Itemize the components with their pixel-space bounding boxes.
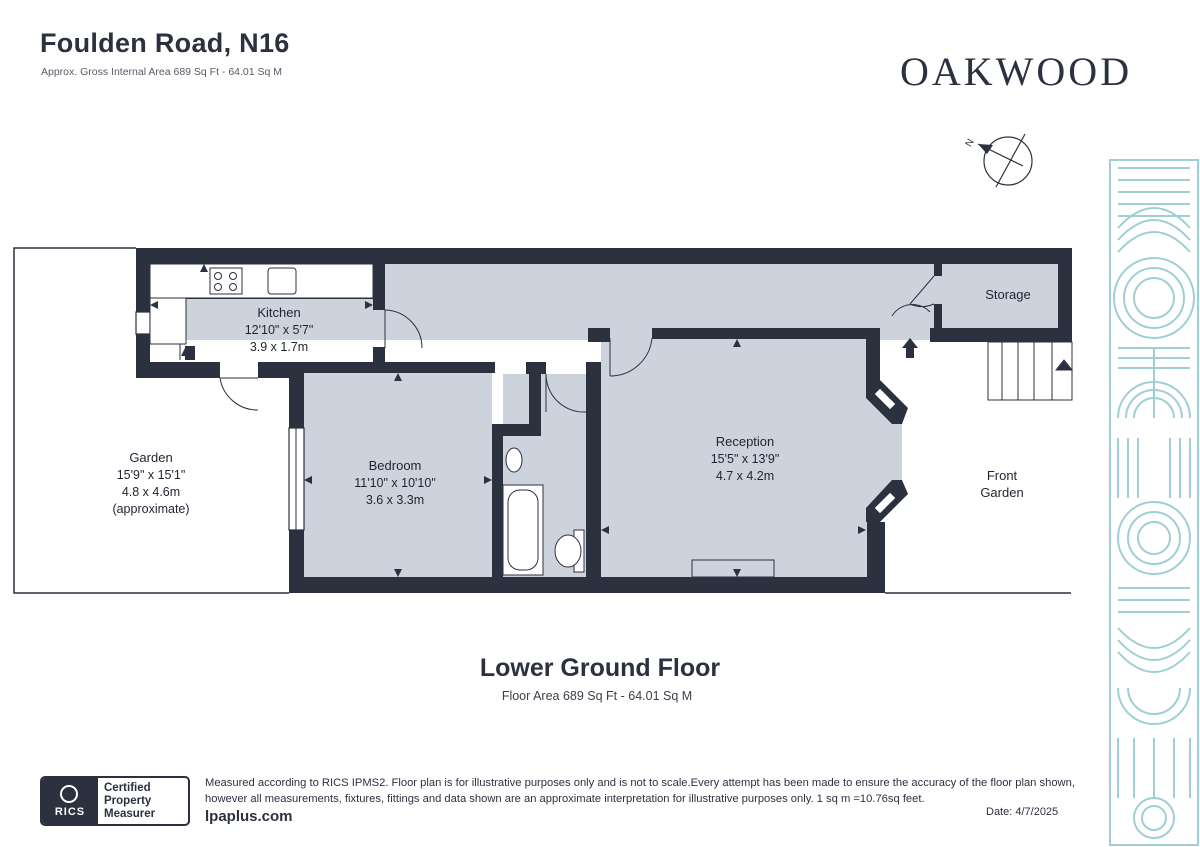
entrance-arrow-icon [902, 338, 918, 358]
garden-label: Garden [129, 450, 172, 465]
garden-note: (approximate) [112, 502, 189, 516]
front-garden-label-line2: Garden [980, 485, 1023, 500]
stairs [987, 341, 1074, 401]
brand-logo: OAKWOOD [900, 49, 1133, 94]
fireplace [691, 559, 775, 578]
disclaimer-line-1: Measured according to RICS IPMS2. Floor … [205, 777, 1075, 789]
dimension-markers [150, 264, 866, 577]
reception-imperial: 15'5" x 13'9" [711, 452, 780, 466]
property-title: Foulden Road, N16 [40, 28, 290, 58]
floor-area: Floor Area 689 Sq Ft - 64.01 Sq M [501, 689, 693, 703]
garden-metric: 4.8 x 4.6m [122, 485, 180, 499]
plan-date: Date: 4/7/2025 [986, 806, 1059, 818]
rics-logo: RICS [42, 778, 98, 824]
gross-area-subtitle: Approx. Gross Internal Area 689 Sq Ft - … [41, 66, 283, 78]
rics-logo-text: RICS [54, 806, 86, 818]
compass-icon: N [964, 133, 1033, 188]
floor-plan: Kitchen 12'10" x 5'7" 3.9 x 1.7m Storage… [13, 247, 1074, 594]
garden-outline [13, 247, 289, 594]
floor-name: Lower Ground Floor [479, 654, 721, 682]
garden-imperial: 15'9" x 15'1" [117, 468, 186, 482]
website-link[interactable]: lpaplus.com [205, 808, 293, 825]
bathroom-fixtures [502, 447, 585, 576]
bedroom-metric: 3.6 x 3.3m [366, 493, 424, 507]
rics-crest-icon [60, 785, 78, 803]
floor-fills [150, 264, 1072, 577]
bedroom-label: Bedroom [369, 458, 422, 473]
disclaimer-line-2: however all measurements, fixtures, fitt… [205, 793, 925, 805]
badge-line-1: Certified [104, 782, 151, 794]
decorative-pattern [1109, 159, 1199, 846]
reception-label: Reception [716, 434, 775, 449]
compass-north-label: N [964, 137, 977, 149]
walls [136, 248, 1072, 593]
bedroom-imperial: 11'10" x 10'10" [354, 476, 436, 490]
badge-line-3: Measurer [104, 808, 156, 820]
disclaimer: Measured according to RICS IPMS2. Floor … [205, 775, 1105, 807]
reception-metric: 4.7 x 4.2m [716, 469, 774, 483]
kitchen-imperial: 12'10" x 5'7" [245, 323, 314, 337]
kitchen-window [135, 311, 151, 335]
rics-certified-badge: RICS Certified Property Measurer [40, 776, 190, 826]
kitchen-metric: 3.9 x 1.7m [250, 340, 308, 354]
badge-line-2: Property [104, 795, 152, 807]
front-garden-label-line1: Front [987, 468, 1018, 483]
kitchen-label: Kitchen [257, 305, 300, 320]
bay-windows [873, 387, 897, 515]
kitchen-fixtures [149, 263, 374, 345]
storage-label: Storage [985, 287, 1031, 302]
